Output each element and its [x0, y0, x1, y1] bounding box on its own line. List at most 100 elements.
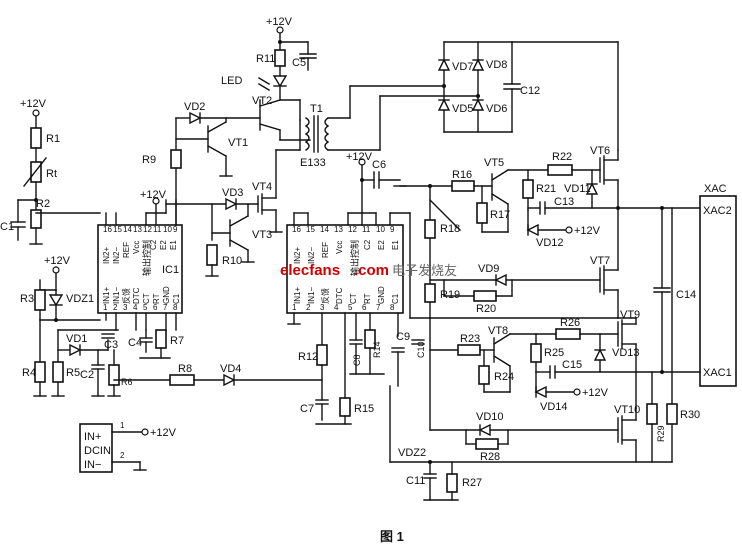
svg-text:C2: C2 [149, 239, 158, 250]
svg-text:C6: C6 [372, 159, 386, 171]
svg-text:11: 11 [362, 225, 371, 234]
svg-text:VT1: VT1 [228, 137, 248, 149]
svg-text:14: 14 [123, 225, 132, 234]
svg-text:C7: C7 [300, 403, 314, 415]
svg-text:C13: C13 [554, 196, 574, 208]
svg-text:VD14: VD14 [540, 401, 568, 413]
svg-text:反馈: 反馈 [121, 288, 131, 304]
transformer-t1: T1 E133 [279, 85, 479, 169]
svg-text:E2: E2 [377, 240, 386, 250]
svg-text:R12: R12 [298, 351, 318, 363]
svg-text:C10: C10 [416, 341, 426, 358]
svg-text:VT8: VT8 [488, 325, 508, 337]
svg-text:R9: R9 [142, 154, 156, 166]
ic2-chip: 16 15 14 13 12 11 10 9 1 2 3 4 5 6 7 8 I… [286, 151, 426, 425]
svg-text:R4: R4 [22, 367, 36, 379]
svg-text:C1: C1 [391, 293, 400, 304]
svg-text:15: 15 [306, 225, 315, 234]
svg-text:4: 4 [334, 303, 339, 312]
svg-text:VD9: VD9 [478, 263, 499, 275]
svg-text:XAC2: XAC2 [703, 205, 732, 217]
svg-text:VD12: VD12 [536, 237, 564, 249]
svg-text:DCIN: DCIN [84, 445, 111, 457]
svg-text:DTC: DTC [132, 287, 141, 304]
svg-text:R29: R29 [656, 425, 666, 442]
ic1-chip: 16 15 14 13 12 11 10 9 1 2 3 4 5 6 7 8 I… [97, 189, 184, 359]
svg-text:R27: R27 [462, 477, 482, 489]
svg-text:R28: R28 [480, 451, 500, 463]
svg-text:RT: RT [152, 293, 161, 304]
svg-text:6: 6 [362, 303, 367, 312]
svg-text:VD6: VD6 [486, 103, 507, 115]
svg-text:12: 12 [348, 225, 357, 234]
vt3-vt4-stage: VD3 VT4 VT3 R10 [165, 149, 301, 277]
svg-text:VD11: VD11 [564, 183, 591, 195]
svg-text:VD1: VD1 [66, 333, 87, 345]
svg-text:GND: GND [162, 286, 171, 304]
svg-text:VT3: VT3 [252, 229, 272, 241]
xac-connector [699, 195, 737, 387]
svg-text:反馈: 反馈 [320, 288, 330, 304]
svg-text:7: 7 [163, 303, 168, 312]
svg-text:GND: GND [377, 286, 386, 304]
svg-text:VD5: VD5 [452, 103, 473, 115]
t1-label: T1 [310, 103, 323, 115]
svg-text:VD4: VD4 [220, 363, 241, 375]
dcin-connector [79, 423, 113, 473]
svg-text:IN1−: IN1− [307, 287, 316, 304]
r2-label: R2 [36, 198, 50, 210]
led-driver: +12V C5 R11 LED VT2 VD2 [142, 16, 317, 226]
rectifier-bridge: VD7 VD8 VD5 VD6 C12 [437, 41, 619, 151]
svg-text:C15: C15 [562, 359, 582, 371]
svg-text:E1: E1 [391, 240, 400, 250]
svg-text:C2: C2 [363, 239, 372, 250]
svg-text:IN2−: IN2− [307, 247, 316, 264]
svg-text:.com: .com [354, 262, 389, 279]
svg-text:VD10: VD10 [476, 411, 504, 423]
svg-text:CT: CT [142, 293, 151, 304]
svg-text:VT6: VT6 [590, 145, 610, 157]
supply-node [32, 109, 40, 117]
svg-text:elecfans: elecfans [280, 262, 340, 279]
svg-text:13: 13 [334, 225, 343, 234]
r1-label: R1 [46, 133, 60, 145]
svg-text:16: 16 [103, 225, 112, 234]
svg-text:Vcc: Vcc [132, 241, 141, 254]
svg-text:9: 9 [173, 225, 178, 234]
svg-text:2: 2 [120, 451, 125, 460]
svg-text:+12V: +12V [346, 151, 373, 163]
svg-text:R6: R6 [121, 377, 133, 387]
svg-text:C3: C3 [104, 339, 118, 351]
svg-text:6: 6 [153, 303, 158, 312]
svg-text:VT4: VT4 [252, 181, 272, 193]
svg-text:R22: R22 [552, 151, 572, 163]
svg-text:VD7: VD7 [452, 61, 473, 73]
svg-text:RT: RT [363, 293, 372, 304]
svg-text:11: 11 [153, 225, 162, 234]
svg-text:+12V: +12V [266, 16, 293, 28]
svg-text:R21: R21 [536, 183, 556, 195]
left-input-network: +12V R1 Rt R2 C1 +12V R3 VDZ1 [0, 98, 133, 397]
svg-text:IN1+: IN1+ [293, 287, 302, 304]
svg-text:R14: R14 [372, 341, 382, 358]
svg-text:XAC1: XAC1 [703, 367, 732, 379]
svg-text:R23: R23 [460, 333, 480, 345]
svg-text:E1: E1 [169, 240, 178, 250]
svg-text:R3: R3 [20, 293, 34, 305]
svg-text:DTC: DTC [335, 287, 344, 304]
svg-text:R7: R7 [170, 335, 184, 347]
svg-text:2: 2 [113, 303, 118, 312]
svg-text:C2: C2 [80, 369, 94, 381]
dcin-block: IN+ DCIN IN− 1 2 +12V [79, 421, 177, 473]
svg-text:R17: R17 [490, 209, 510, 221]
svg-text:12: 12 [143, 225, 152, 234]
svg-text:IN2+: IN2+ [293, 247, 302, 264]
lower-output-stage: R23 VT8 R24 R26 VT9 R25 VD13 [389, 207, 700, 463]
svg-text:R19: R19 [440, 289, 460, 301]
svg-text:C12: C12 [520, 85, 540, 97]
svg-text:VD2: VD2 [184, 101, 205, 113]
svg-text:1: 1 [103, 303, 108, 312]
svg-text:R5: R5 [66, 367, 80, 379]
